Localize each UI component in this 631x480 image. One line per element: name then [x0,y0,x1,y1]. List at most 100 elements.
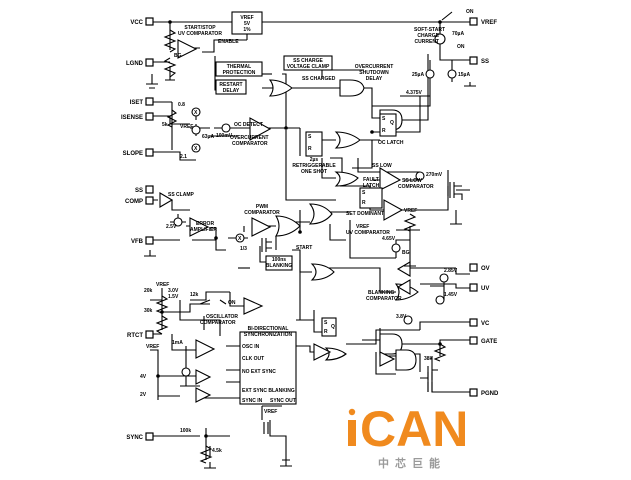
pin-markers [145,17,478,441]
pin-gate: GATE [481,339,497,345]
osc-comp-line1: OSCILLATOR [206,314,238,320]
error-amp-line1: ERROR [196,221,214,227]
fault-latch-line1: FAULT [363,177,379,183]
sync-block-line1: BI-DIRECTIONAL [248,326,289,332]
one-shot-line3: ONE SHOT [301,169,327,175]
sync-block [239,331,297,405]
functional-blocks [215,11,397,405]
val-70ua: 70µA [452,31,464,37]
val-20k: 20k [144,288,153,294]
val-08: 0.8 [178,102,185,108]
val-15v: 1.5V [168,294,179,300]
ff-s4: S [324,320,328,326]
blanking-box [265,255,293,271]
mult-x3: X [238,236,242,242]
val-1ma: 1mA [172,340,183,346]
ss-low-comp-line1: SS LOW [402,178,422,184]
bg2-label: BG [402,250,410,256]
set-dominant-label: SET DOMINANT [346,211,384,217]
blanking-line1: 100ns [272,257,286,263]
on1-label: ON [457,44,465,50]
val-465: 4.65V [382,236,396,242]
oc-latch-box [379,113,397,137]
pin-comp: COMP [125,199,143,205]
val-45k: 4.5k [212,448,222,454]
ff-s3: S [362,190,366,196]
ff-r2: R [382,128,386,134]
logo-cn: 中芯巨能 [378,456,446,470]
blanking-comp-line2: COMPARATOR [366,296,402,302]
ff-s1: S [308,134,312,140]
soft-start-line2: CHARGE [417,33,439,39]
val-2v: 2V [140,392,147,398]
val-145: 1.45V [444,292,458,298]
restart-delay-box [215,79,247,95]
pin-rtct: RTCT [127,333,143,339]
one-shot-line2: RETRIGGERABLE [292,163,336,169]
pin-pgnd: PGND [481,391,499,397]
ss-charge-clamp-box [283,55,333,71]
val-21: 2.1 [180,154,187,160]
pwm-latch-box [321,317,337,337]
pin-vcc: VCC [130,20,143,26]
vref-bottom-label: VREF [264,409,277,415]
ss-clamp-label: SS CLAMP [168,192,195,198]
on3-label: ON [228,300,236,306]
oc-shutdown-line2: SHUTDOWN [359,70,389,76]
vref-reg-line3: 1% [243,27,251,33]
val-285: 2.85V [444,268,458,274]
oc-comp-line2: COMPARATOR [232,141,268,147]
sync-block-line2: SYNCHRONIZATION [244,332,293,338]
pin-lgnd: LGND [126,61,144,67]
val-12k: 12k [190,292,199,298]
one-shot-box [305,131,323,157]
osc-comp-line2: COMPARATOR [200,320,236,326]
ff-q2: Q [331,324,335,330]
ss-clamp-box-line1: SS CHARGE [293,58,323,64]
osc-in-label: OSC IN [242,344,260,350]
oc-shutdown-line1: OVERCURRENT [355,64,394,70]
ican-logo: CAN 中芯巨能 [348,401,468,470]
pin-uv: UV [481,286,489,292]
val-100k: 100k [180,428,191,434]
on2-label: ON [466,9,474,15]
ss-low-label: SS LOW [372,163,392,169]
enable-label: ENABLE [218,39,239,45]
val-4375: 4.375V [406,90,423,96]
ff-s2: S [382,116,386,122]
ext-sync-blanking-label: EXT SYNC BLANKING [242,388,295,394]
pin-iset: ISET [130,100,144,106]
pin-ov: OV [481,266,490,272]
val-30v: 3.0V [168,288,179,294]
ff-r4: R [324,329,328,335]
pin-isense: ISENSE [121,115,143,121]
fault-latch-box [359,187,383,209]
value-labels: BG BG 70µA ON ON ON 25µA 15µA 4.375V 0.8… [140,9,474,454]
val-25v: 2.5V [166,224,177,230]
val-63ua: 63µA [202,134,214,140]
ss-low-comp-line2: COMPARATOR [398,184,434,190]
oc-detect-label: OC DETECT [234,122,263,128]
sync-out-label: SYNC OUT [270,398,296,404]
vref-uv-line2: UV COMPARATOR [346,230,390,236]
junction-dots [156,20,442,438]
mult-x1: X [194,110,198,116]
val-38k: 38k [424,356,433,362]
start-stop-line1: START/STOP [184,25,216,31]
val-100mv: 100mV [216,133,233,139]
restart-line1: RESTART [219,82,242,88]
vref-regulator-box [231,11,263,35]
vref-r-label: VREF [404,208,417,214]
pin-vref: VREF [481,20,497,26]
oc-latch-label: OC LATCH [378,140,404,146]
val-25ua: 25µA [412,72,424,78]
ss-charged-label: SS CHARGED [302,76,336,82]
vref-reg-line1: VREF [240,15,253,21]
blanking-comp-line1: BLANKING [368,290,394,296]
error-amp-line2: AMPLIFIER [190,227,217,233]
bg-label: BG [174,53,182,59]
soft-start-line1: SOFT-START [414,27,445,33]
val-15ua: 15µA [458,72,470,78]
